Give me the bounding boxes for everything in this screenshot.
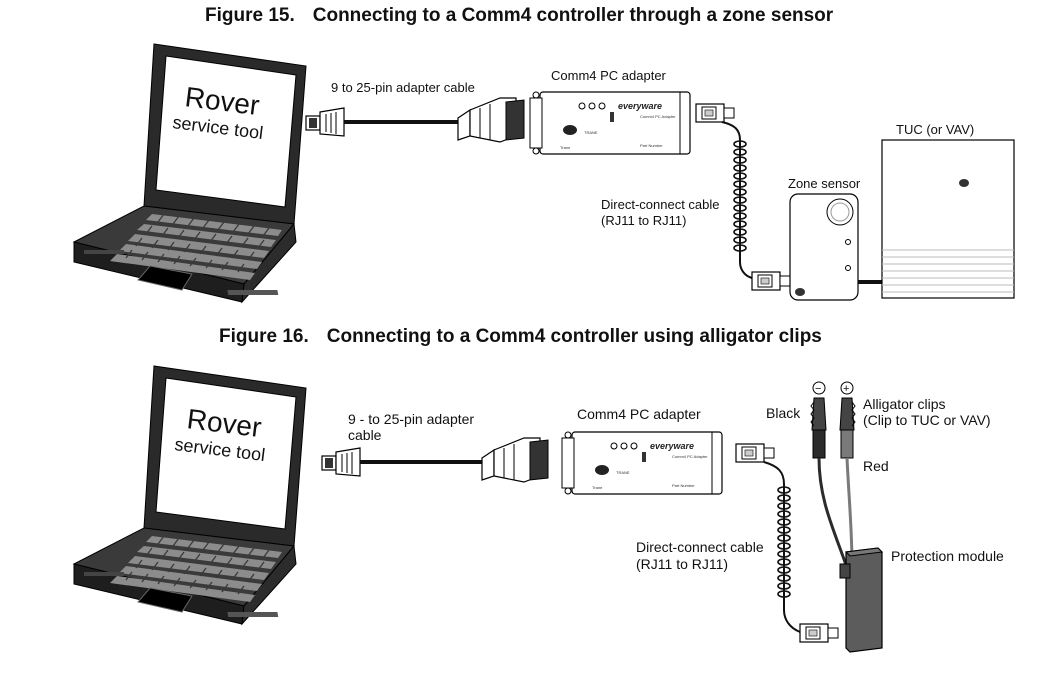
figure-15-title: Figure 15. Connecting to a Comm4 controll… — [205, 5, 833, 27]
alligator-clips: − + — [810, 381, 856, 566]
protection-label: Protection module — [891, 548, 1004, 564]
adapter-cable-1 — [305, 97, 525, 143]
figure-15-diagram: Rover service tool 9 to 25-pin adapter c… — [73, 43, 1015, 303]
direct-cable-label-1a: Direct-connect cable — [601, 197, 720, 212]
clips-label-a: Alligator clips — [863, 396, 945, 412]
laptop-2: Rover service tool — [73, 365, 307, 625]
adapter-cable-label-1: 9 to 25-pin adapter cable — [331, 80, 475, 95]
figure-15-caption: Connecting to a Comm4 controller through… — [312, 5, 834, 26]
tuc-label: TUC (or VAV) — [896, 122, 974, 137]
red-wire — [845, 457, 854, 566]
figure-16-caption: Connecting to a Comm4 controller using a… — [326, 326, 822, 347]
pc-adapter-label-1: Comm4 PC adapter — [551, 68, 667, 83]
direct-cable-label-1b: (RJ11 to RJ11) — [601, 213, 687, 228]
zone-sensor-label: Zone sensor — [788, 176, 861, 191]
figure-15-number: Figure 15. — [205, 5, 295, 26]
pc-adapter-2: everyware TRANE — [561, 431, 723, 495]
red-clip: + — [839, 381, 856, 459]
black-clip: − — [810, 381, 827, 459]
pc-adapter-label-2: Comm4 PC adapter — [577, 406, 701, 422]
black-wire — [817, 457, 848, 566]
zone-sensor — [789, 193, 859, 301]
adapter-logo-1: TRANE — [584, 130, 598, 135]
black-label: Black — [766, 405, 801, 421]
direct-connect-cable-1 — [695, 103, 791, 291]
figure-16-number: Figure 16. — [219, 326, 309, 347]
adapter-brand-1: everyware — [618, 101, 662, 111]
adapter-brand-2: everyware — [650, 441, 694, 451]
adapter-cable-2 — [321, 437, 549, 483]
plus-symbol: + — [843, 383, 849, 395]
direct-cable-label-2a: Direct-connect cable — [636, 539, 764, 555]
figure-16-diagram: Rover service tool 9 - to 25-pin adapter… — [73, 365, 1004, 653]
adapter-cable-label-2b: cable — [348, 427, 382, 443]
minus-symbol: − — [815, 383, 821, 395]
protection-module — [839, 547, 884, 653]
clips-label-b: (Clip to TUC or VAV) — [863, 412, 991, 428]
adapter-cable-label-2a: 9 - to 25-pin adapter — [348, 411, 474, 427]
figure-16-title: Figure 16. Connecting to a Comm4 controll… — [219, 326, 822, 348]
direct-cable-label-2b: (RJ11 to RJ11) — [636, 556, 728, 572]
pc-adapter-1: everyware TRANE — [529, 91, 691, 155]
laptop-1: Rover service tool — [73, 43, 307, 303]
adapter-logo-2: TRANE — [616, 470, 630, 475]
red-label: Red — [863, 458, 889, 474]
direct-connect-cable-2 — [735, 443, 839, 643]
tuc-controller — [881, 139, 1015, 299]
